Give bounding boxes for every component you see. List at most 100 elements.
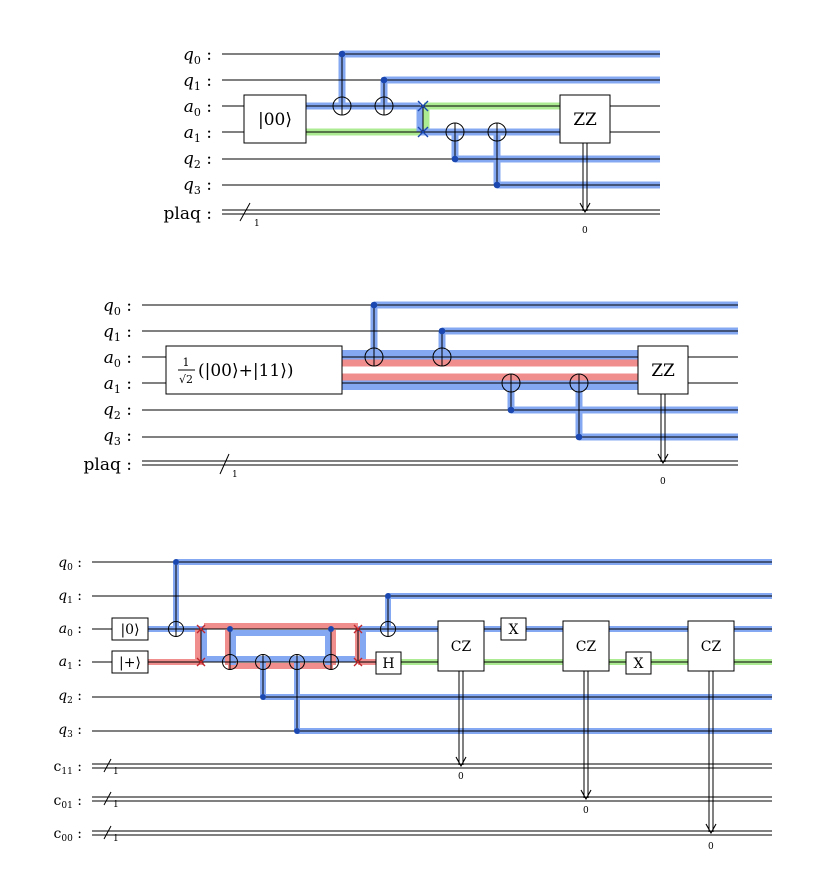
gates: |00⟩ ZZ 0	[243, 50, 611, 236]
wire-label-a1: a1 :	[104, 374, 132, 396]
cnot-5-control	[328, 626, 334, 632]
measure-1-arrow	[455, 756, 467, 768]
cz-measure-gate-3	[687, 620, 735, 672]
swap-cross-a0	[417, 100, 429, 112]
wire-label-q1: q1 :	[58, 588, 82, 606]
cnot-3-control	[260, 694, 266, 700]
wire-label-a0: a0 :	[184, 97, 212, 119]
register-slash-c00	[103, 825, 112, 840]
wire-label-q1: q1 :	[103, 322, 132, 344]
wire-label-c00: c00 :	[54, 826, 82, 844]
gates: |0⟩ |+⟩	[111, 559, 735, 852]
cnot-4-control	[575, 433, 583, 441]
x-gate-a0	[500, 617, 527, 641]
zz-measure-gate	[637, 345, 689, 395]
cnot-2-control	[380, 76, 388, 84]
measure-2-bit: 0	[583, 806, 589, 816]
wire-label-q2: q2 :	[58, 688, 82, 706]
wire-label-a0: a0 :	[59, 621, 82, 639]
init-a1-label: |+⟩	[119, 655, 141, 671]
cnot-1-control	[370, 301, 378, 309]
cz-measure-gate-2-label: CZ	[576, 639, 597, 655]
wire-label-q3: q3 :	[183, 175, 212, 197]
cnot-2-control	[438, 327, 446, 335]
zz-measure-gate	[559, 94, 611, 144]
init-gate-label: |00⟩	[258, 110, 292, 130]
cz-measure-gate-2	[562, 620, 610, 672]
init-a1-gate	[111, 650, 149, 674]
bell-fraction-denominator: √2	[179, 373, 193, 386]
wire-label-q0: q0 :	[183, 45, 212, 67]
cnot-2-control	[227, 626, 233, 632]
circuit-3: q0 : q1 : a0 : a1 : q2 : q3 : c11 : c01 …	[54, 555, 772, 852]
swap-1-cross-a1	[196, 657, 206, 667]
x-gate-a0-label: X	[509, 622, 519, 638]
wire-label-a1: a1 :	[184, 123, 212, 145]
register-size-c00: 1	[113, 834, 119, 844]
register-slash-c01	[103, 791, 112, 806]
wire-label-plaq: plaq :	[164, 204, 212, 224]
wire-label-a1: a1 :	[59, 654, 82, 672]
wire-label-c01: c01 :	[54, 793, 82, 811]
measure-bit: 0	[582, 226, 588, 236]
hadamard-gate	[375, 651, 402, 675]
measure-arrow	[657, 453, 669, 465]
wire-label-q2: q2 :	[103, 400, 132, 422]
measure-2-arrow	[580, 789, 592, 801]
x-gate-a1-label: X	[634, 656, 644, 672]
wire-label-q3: q3 :	[103, 426, 132, 448]
cnot-3-control	[451, 155, 459, 163]
cnot-4-control	[493, 181, 501, 189]
cnot-1-control	[173, 559, 179, 565]
cnot-1-control	[338, 50, 346, 58]
cnot-4-control	[294, 728, 300, 734]
measure-3-bit: 0	[708, 842, 714, 852]
register-size-c11: 1	[113, 767, 119, 777]
x-gate-a1	[625, 651, 652, 675]
measure-1-bit: 0	[458, 772, 464, 782]
register-slash	[219, 453, 230, 475]
bell-state-label: (|00⟩+|11⟩)	[198, 361, 294, 381]
measure-3-arrow	[705, 823, 717, 835]
zz-measure-gate-label: ZZ	[573, 110, 597, 130]
wire-labels: q0 : q1 : a0 : a1 : q2 : q3 : plaq :	[164, 45, 212, 224]
wire-label-q0: q0 :	[103, 296, 132, 318]
circuit-1: q0 : q1 : a0 : a1 : q2 : q3 : plaq :	[164, 45, 660, 236]
swap-1-cross-a0	[196, 624, 206, 634]
wire-label-plaq: plaq :	[84, 455, 132, 475]
swap-2-cross-a0	[353, 624, 363, 634]
wires	[142, 304, 738, 475]
init-a0-label: |0⟩	[120, 622, 139, 638]
cnot-3-control	[507, 406, 515, 414]
circuit-2: q0 : q1 : a0 : a1 : q2 : q3 : plaq :	[84, 296, 738, 487]
bell-fraction-numerator: 1	[183, 356, 190, 369]
cnot-6-control	[385, 593, 391, 599]
cz-measure-gate-1	[437, 620, 485, 672]
register-size-c01: 1	[113, 800, 119, 810]
wire-label-c11: c11 :	[54, 759, 82, 777]
gates: 1 √2 (|00⟩+|11⟩) ZZ 0	[165, 301, 689, 487]
register-size: 1	[232, 470, 238, 480]
zz-measure-gate-label: ZZ	[651, 361, 675, 381]
wire-labels: q0 : q1 : a0 : a1 : q2 : q3 : plaq :	[84, 296, 132, 475]
wire-labels: q0 : q1 : a0 : a1 : q2 : q3 : c11 : c01 …	[54, 555, 82, 844]
wire-label-q2: q2 :	[183, 149, 212, 171]
register-slash-c11	[103, 758, 112, 773]
register-size: 1	[254, 219, 260, 229]
wire-label-q1: q1 :	[183, 71, 212, 93]
swap-2-cross-a1	[353, 657, 363, 667]
bell-init-gate	[165, 345, 343, 395]
measure-bit: 0	[660, 477, 666, 487]
swap-cross-a1	[417, 126, 429, 138]
register-slash	[239, 202, 251, 222]
hadamard-gate-label: H	[382, 656, 394, 672]
wire-label-a0: a0 :	[104, 348, 132, 370]
wire-label-q0: q0 :	[58, 555, 82, 573]
cz-measure-gate-1-label: CZ	[451, 639, 472, 655]
init-a0-gate	[111, 617, 149, 641]
cz-measure-gate-3-label: CZ	[701, 639, 722, 655]
measure-arrow	[579, 202, 591, 214]
wires	[92, 561, 772, 840]
